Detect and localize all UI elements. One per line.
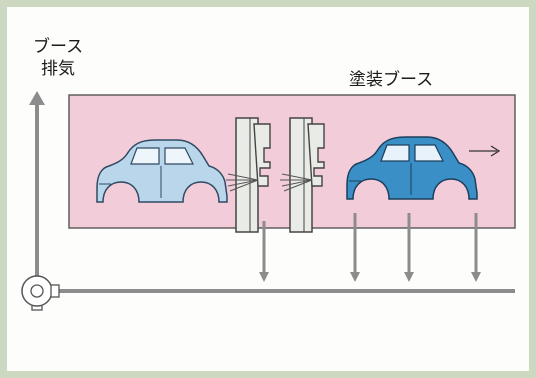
exhaust-up-arrow bbox=[29, 91, 45, 105]
paint-booth-diagram bbox=[21, 91, 516, 311]
booth-exhaust-label-line1: ブース bbox=[33, 37, 84, 57]
unpainted-car-icon bbox=[96, 139, 228, 203]
spray-gun-icon bbox=[280, 117, 325, 233]
painted-car-icon bbox=[346, 136, 478, 200]
conveyor-direction-arrow bbox=[469, 145, 501, 157]
exhaust-drop-pipes bbox=[259, 213, 481, 282]
booth-exhaust-label-line2: 排気 bbox=[41, 59, 75, 79]
paint-booth-label: 塗装ブース bbox=[349, 70, 434, 90]
exhaust-fan-icon bbox=[21, 269, 60, 311]
spray-gun-icon bbox=[226, 117, 271, 233]
